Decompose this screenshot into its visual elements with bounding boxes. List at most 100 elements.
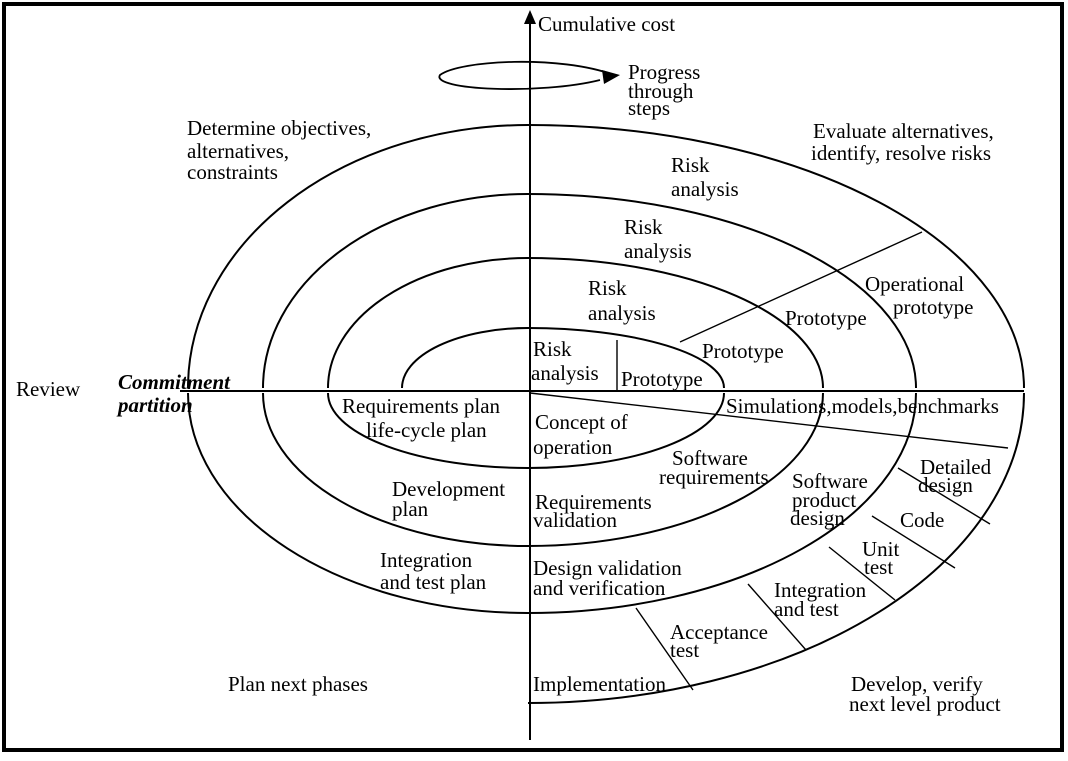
operational-prototype-divider	[679, 231, 923, 343]
requirements-validation-label: Requirements validation	[533, 490, 652, 532]
vertical-axis-label: Cumulative cost	[538, 12, 675, 36]
svg-text:Software: Software	[672, 446, 748, 470]
prototype-3-label: Prototype	[785, 306, 867, 330]
svg-text:prototype: prototype	[893, 295, 973, 319]
svg-text:test: test	[670, 638, 699, 662]
risk-analysis-second: Risk analysis	[588, 276, 656, 325]
spiral-loop-1-bottom-right	[527, 392, 725, 469]
spiral-loop-4-top-right	[527, 124, 1025, 389]
svg-text:analysis: analysis	[588, 301, 656, 325]
svg-text:life-cycle plan: life-cycle plan	[366, 418, 487, 442]
svg-text:and verification: and verification	[533, 576, 666, 600]
svg-text:Commitment: Commitment	[118, 370, 231, 394]
svg-text:Acceptance: Acceptance	[670, 620, 768, 644]
spiral-loop-4-top-left	[187, 124, 529, 389]
spiral	[187, 124, 1025, 704]
progress-label: Progress through steps	[628, 60, 700, 120]
acceptance-test-divider	[635, 607, 694, 691]
spiral-loop-1-bottom-left	[327, 392, 529, 469]
code-divider	[871, 515, 956, 569]
commitment-partition-label: Commitment partition	[116, 370, 231, 417]
operational-prototype-label: Operational prototype	[865, 272, 973, 319]
quadrant-bottom-left-label: Plan next phases	[228, 672, 368, 696]
spiral-loop-3-top-right	[527, 193, 917, 389]
svg-text:constraints: constraints	[187, 160, 278, 184]
spiral-loop-2-bottom-left	[262, 392, 529, 547]
svg-text:and test: and test	[774, 597, 839, 621]
software-product-design-label: Software product design	[790, 469, 868, 530]
svg-text:Integration: Integration	[774, 578, 867, 602]
spiral-loop-4-bottom-right	[527, 392, 1025, 704]
spiral-loop-2-bottom-right	[527, 392, 824, 547]
implementation-label: Implementation	[533, 672, 666, 696]
svg-text:Requirements: Requirements	[535, 490, 652, 514]
review-label: Review	[16, 377, 81, 401]
svg-text:identify, resolve risks: identify, resolve risks	[811, 141, 991, 165]
svg-text:Software: Software	[792, 469, 868, 493]
svg-text:test: test	[864, 555, 893, 579]
svg-text:analysis: analysis	[671, 177, 739, 201]
svg-text:design: design	[790, 506, 845, 530]
svg-text:validation: validation	[533, 508, 617, 532]
quadrant-top-left-label: Determine objectives, alternatives, cons…	[187, 116, 371, 184]
concept-of-operation-label: Concept of operation	[533, 410, 628, 459]
simulations-divider	[529, 392, 1009, 449]
svg-text:Evaluate alternatives,: Evaluate alternatives,	[813, 119, 994, 143]
software-requirements-label: Software requirements	[659, 446, 769, 489]
svg-text:Risk: Risk	[624, 215, 663, 239]
partition-lines	[529, 231, 1009, 691]
prototype-2-label: Prototype	[702, 339, 784, 363]
svg-text:product: product	[792, 488, 856, 512]
integration-test-label: Integration and test	[774, 578, 867, 621]
svg-text:Detailed: Detailed	[920, 455, 992, 479]
svg-text:analysis: analysis	[624, 239, 692, 263]
spiral-loop-1-top-left	[401, 327, 529, 389]
svg-text:Design validation: Design validation	[533, 556, 682, 580]
detailed-design-label: Detailed design	[918, 455, 992, 497]
svg-text:Requirements plan: Requirements plan	[342, 394, 501, 418]
svg-text:alternatives,: alternatives,	[187, 139, 289, 163]
svg-text:Integration: Integration	[380, 548, 473, 572]
simulations-label: Simulations,models,benchmarks	[726, 394, 999, 418]
spiral-loop-2-top-right	[527, 257, 824, 389]
spiral-loop-2-top-left	[327, 257, 529, 389]
requirements-plan-label: Requirements plan life-cycle plan	[342, 394, 501, 442]
svg-text:partition: partition	[116, 393, 193, 417]
svg-text:operation: operation	[533, 435, 613, 459]
spiral-loop-3-bottom-right	[527, 392, 917, 614]
unit-test-divider	[828, 546, 896, 601]
risk-analysis-outer: Risk analysis	[671, 153, 739, 201]
svg-text:design: design	[918, 473, 973, 497]
progress-arrow-head	[602, 70, 620, 84]
svg-text:Risk: Risk	[671, 153, 710, 177]
prototype-1-label: Prototype	[621, 367, 703, 391]
svg-text:steps: steps	[628, 96, 670, 120]
svg-text:through: through	[628, 79, 694, 103]
svg-text:Concept of: Concept of	[535, 410, 628, 434]
svg-text:Development: Development	[392, 477, 505, 501]
spiral-loop-3-top-left	[262, 193, 529, 389]
svg-text:Risk: Risk	[533, 337, 572, 361]
svg-text:Determine objectives,: Determine objectives,	[187, 116, 371, 140]
svg-text:Operational: Operational	[865, 272, 964, 296]
svg-text:Unit: Unit	[862, 537, 900, 561]
svg-text:analysis: analysis	[531, 361, 599, 385]
svg-text:plan: plan	[392, 497, 429, 521]
risk-analysis-third: Risk analysis	[624, 215, 692, 263]
svg-text:and test plan: and test plan	[380, 570, 487, 594]
unit-test-label: Unit test	[862, 537, 900, 579]
quadrant-top-right-label: Evaluate alternatives, identify, resolve…	[811, 119, 994, 165]
integration-test-divider	[747, 583, 807, 651]
acceptance-test-label: Acceptance test	[670, 620, 768, 662]
risk-analysis-inner: Risk analysis	[531, 337, 599, 385]
svg-text:Develop, verify: Develop, verify	[851, 672, 983, 696]
svg-text:Progress: Progress	[628, 60, 700, 84]
spiral-loop-3-bottom-left	[187, 392, 529, 614]
svg-text:Risk: Risk	[588, 276, 627, 300]
vertical-axis-arrow	[524, 10, 536, 24]
detailed-design-divider	[897, 467, 991, 525]
quadrant-bottom-right-label: Develop, verify next level product	[849, 672, 1001, 716]
